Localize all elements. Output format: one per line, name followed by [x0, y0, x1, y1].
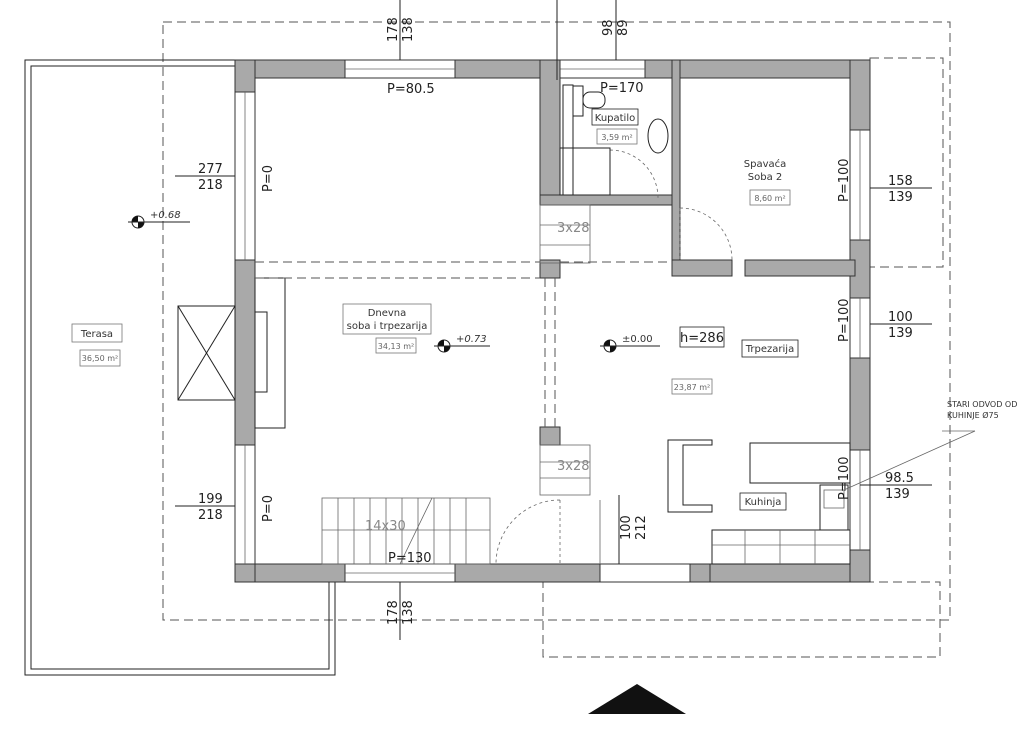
fireplace: [177, 277, 286, 429]
dim-b: 212: [634, 515, 649, 540]
dim-a: 178: [386, 17, 401, 42]
room-area: 23,87 m²: [674, 383, 710, 392]
level-label: +0.68: [150, 210, 181, 221]
north-arrow-icon: [588, 684, 686, 714]
note-line2: KUHINJE Ø75: [947, 410, 999, 420]
dim-a: 98.5: [885, 471, 914, 486]
roof-outline-right: [869, 57, 944, 268]
dim-a: 178: [386, 600, 401, 625]
dim-right-lower: 98.5 139: [860, 471, 932, 502]
doors: [495, 149, 733, 565]
parapet-left-lower: P=0: [261, 495, 276, 522]
room-name: Kupatilo: [595, 113, 635, 124]
bathroom-fixtures: [559, 84, 669, 196]
parapet-right-bedroom: P=100: [837, 158, 852, 202]
room-area: 8,60 m²: [754, 194, 785, 203]
stairs-main: 14x30: [321, 497, 491, 565]
parapet-top-living: P=80.5: [387, 82, 435, 97]
room-name-line1: Dnevna: [368, 308, 407, 319]
parapet-left-upper: P=0: [261, 165, 276, 192]
windows: [234, 59, 871, 583]
dim-b: 138: [401, 600, 416, 625]
stairs-lower-label: 3x28: [557, 459, 590, 474]
level-marker-dining: ±0.00: [600, 334, 660, 353]
dim-a: 199: [198, 492, 223, 507]
room-name: Kuhinja: [745, 497, 782, 508]
dim-b: 138: [401, 17, 416, 42]
parapet-bottom-living: P=130: [388, 551, 432, 566]
room-bedroom-2: Spavaća Soba 2 8,60 m²: [744, 158, 791, 206]
roof-outline-bottom: [542, 581, 941, 658]
room-name-line1: Spavaća: [744, 158, 787, 170]
stairs-main-label: 14x30: [365, 519, 406, 534]
dim-top-left: 178 138: [386, 0, 416, 60]
dim-right-upper: 158 139: [870, 174, 932, 205]
drain-note: STARI ODVOD OD KUHINJE Ø75: [843, 400, 1017, 491]
level-marker-terrace: +0.68: [128, 210, 190, 229]
room-area: 3,59 m²: [601, 133, 632, 142]
dim-a: 277: [198, 162, 223, 177]
dim-a: 98: [601, 19, 616, 36]
stairs-upper-label: 3x28: [557, 221, 590, 236]
dim-right-middle: 100 139: [870, 310, 932, 341]
dim-top-right: 98 89: [556, 0, 631, 80]
dim-b: 139: [888, 190, 913, 205]
dim-door: 100 212: [618, 495, 649, 564]
dim-left-upper: 277 218: [175, 162, 235, 193]
room-name: Terasa: [80, 329, 113, 340]
room-kitchen: Kuhinja: [739, 492, 787, 511]
terrace-outline: [24, 59, 336, 676]
dim-b: 89: [616, 19, 631, 36]
dim-b: 139: [885, 487, 910, 502]
dim-bottom: 178 138: [386, 582, 416, 640]
kitchen-fixtures: [711, 442, 851, 565]
room-dining: h=286 Trpezarija 23,87 m²: [671, 326, 799, 395]
parapet-right-dining: P=100: [837, 298, 852, 342]
room-height: h=286: [680, 331, 724, 346]
dim-a: 100: [619, 515, 634, 540]
room-name-line2: Soba 2: [748, 172, 782, 183]
room-bathroom: Kupatilo 3,59 m²: [591, 108, 639, 145]
room-name: Trpezarija: [745, 344, 794, 355]
room-area: 34,13 m²: [378, 342, 414, 351]
room-terrace: Terasa 36,50 m²: [71, 323, 123, 367]
stairs-lower: 3x28: [539, 444, 591, 496]
stairs-upper: 3x28: [539, 204, 591, 264]
parapet-right-kitchen: P=100: [837, 456, 852, 500]
parapet-bathroom: P=170: [600, 81, 644, 96]
interior-walls: [539, 59, 856, 583]
level-label: +0.73: [456, 334, 487, 345]
room-living: Dnevna soba i trpezarija 34,13 m²: [342, 303, 432, 354]
room-name-line2: soba i trpezarija: [347, 321, 428, 332]
level-label: ±0.00: [622, 334, 653, 345]
dim-b: 218: [198, 508, 223, 523]
dim-left-lower: 199 218: [175, 492, 235, 523]
dim-a: 158: [888, 174, 913, 189]
dim-b: 218: [198, 178, 223, 193]
room-area: 36,50 m²: [82, 354, 118, 363]
dim-a: 100: [888, 310, 913, 325]
note-line1: STARI ODVOD OD: [947, 400, 1017, 409]
level-marker-living: +0.73: [434, 334, 490, 353]
dim-b: 139: [888, 326, 913, 341]
